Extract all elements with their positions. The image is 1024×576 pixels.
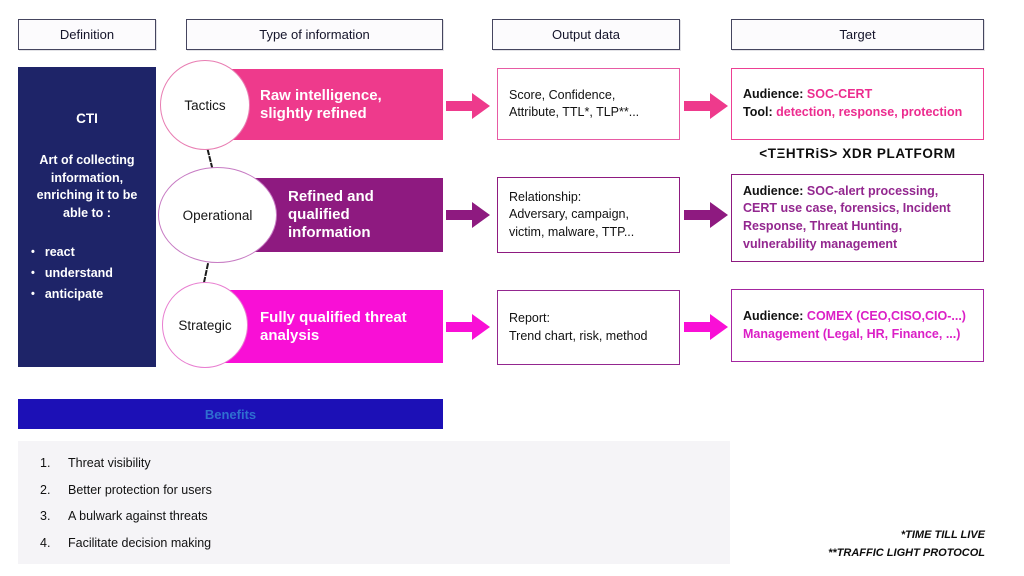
level-circle-operational: Operational [158, 167, 277, 263]
footnotes: *TIME TILL LIVE **TRAFFIC LIGHT PROTOCOL [828, 527, 985, 562]
target-audience-line: Audience: SOC-alert processing, CERT use… [743, 183, 972, 254]
cti-bullet-item: • react [31, 242, 156, 263]
tehtris-xdr-platform-logo: <TΞHTRiS> XDR PLATFORM [731, 146, 984, 161]
tehtris-brand-text: <TΞHTRiS> [759, 146, 838, 161]
cti-title: CTI [76, 111, 98, 126]
target-box-operational: Audience: SOC-alert processing, CERT use… [731, 174, 984, 262]
cti-bullet-label: anticipate [44, 286, 104, 301]
right-arrow-icon [684, 314, 728, 340]
benefits-panel: 1. Threat visibility 2. Better protectio… [18, 441, 730, 564]
benefits-header-bar: Benefits [18, 399, 443, 429]
cti-description: Art of collecting information, enriching… [36, 153, 138, 220]
audience-label: Audience: [743, 87, 804, 102]
benefit-text: Threat visibility [68, 456, 151, 470]
info-pill-tactics-text: Raw intelligence, slightly refined [260, 86, 382, 122]
column-header-definition: Definition [18, 19, 156, 50]
level-circle-tactics: Tactics [160, 60, 250, 150]
level-circle-strategic: Strategic [162, 282, 248, 368]
cti-bullet-item: • anticipate [31, 284, 156, 305]
tool-label: Tool: [743, 105, 773, 119]
xdr-platform-text: XDR PLATFORM [842, 146, 956, 161]
dashed-connector [202, 263, 210, 283]
benefit-text: A bulwark against threats [68, 509, 208, 523]
info-pill-operational-text: Refined and qualified information [288, 188, 374, 241]
column-header-target: Target [731, 19, 984, 50]
right-arrow-icon [684, 202, 728, 228]
target-tool-line: Tool: detection, response, protection [743, 104, 972, 122]
output-box-strategic-text: Report: Trend chart, risk, method [509, 311, 648, 343]
cti-bullet-label: react [44, 245, 75, 259]
cti-bullet-label: understand [44, 265, 113, 280]
output-box-tactics-text: Score, Confidence, Attribute, TTL*, TLP*… [509, 87, 640, 119]
audience-value: COMEX (CEO,CISO,CIO-...) Management (Leg… [743, 308, 966, 341]
right-arrow-icon [446, 202, 490, 228]
benefit-item: 4. Facilitate decision making [40, 536, 730, 550]
benefits-title: Benefits [204, 406, 257, 422]
benefit-text: Better protection for users [68, 482, 212, 497]
bullet-icon: • [31, 266, 35, 279]
benefit-item: 3. A bulwark against threats [40, 509, 730, 523]
benefit-item: 2. Better protection for users [40, 483, 730, 497]
audience-value: SOC-alert processing, CERT use case, for… [743, 183, 951, 251]
cti-definition-box: CTI Art of collecting information, enric… [18, 67, 156, 367]
cti-bullet-list: • react • understand • anticipate [18, 242, 156, 305]
cti-bullet-item: • understand [31, 263, 156, 284]
level-label-strategic: Strategic [178, 317, 232, 333]
column-header-type-of-information: Type of information [186, 19, 443, 50]
target-audience-line: Audience: SOC-CERT [743, 86, 972, 104]
right-arrow-icon [446, 314, 490, 340]
right-arrow-icon [684, 93, 728, 119]
output-box-strategic: Report: Trend chart, risk, method [497, 290, 680, 365]
column-header-output-data: Output data [492, 19, 680, 50]
benefit-item: 1. Threat visibility [40, 456, 730, 470]
target-box-tactics: Audience: SOC-CERT Tool: detection, resp… [731, 68, 984, 140]
output-box-tactics: Score, Confidence, Attribute, TTL*, TLP*… [497, 68, 680, 140]
audience-value: SOC-CERT [806, 87, 873, 102]
level-label-operational: Operational [182, 207, 253, 223]
info-pill-strategic-text: Fully qualified threat analysis [260, 308, 407, 344]
benefit-number: 3. [40, 509, 51, 523]
target-box-strategic: Audience: COMEX (CEO,CISO,CIO-...) Manag… [731, 289, 984, 362]
audience-label: Audience: [743, 308, 804, 323]
output-box-operational: Relationship: Adversary, campaign, victi… [497, 177, 680, 253]
audience-label: Audience: [743, 183, 804, 198]
dashed-connector [206, 149, 214, 169]
benefit-text: Facilitate decision making [68, 535, 212, 550]
footnote-time-till-live: *TIME TILL LIVE [900, 529, 985, 541]
benefit-number: 1. [40, 456, 51, 470]
right-arrow-icon [446, 93, 490, 119]
tool-value: detection, response, protection [776, 105, 963, 119]
benefit-number: 2. [40, 482, 51, 497]
footnote-traffic-light-protocol: **TRAFFIC LIGHT PROTOCOL [828, 546, 985, 559]
level-label-tactics: Tactics [184, 97, 226, 113]
bullet-icon: • [31, 287, 35, 300]
bullet-icon: • [31, 246, 35, 258]
benefit-number: 4. [40, 535, 51, 550]
output-box-operational-text: Relationship: Adversary, campaign, victi… [509, 190, 635, 239]
target-audience-line: Audience: COMEX (CEO,CISO,CIO-...) Manag… [743, 308, 972, 344]
